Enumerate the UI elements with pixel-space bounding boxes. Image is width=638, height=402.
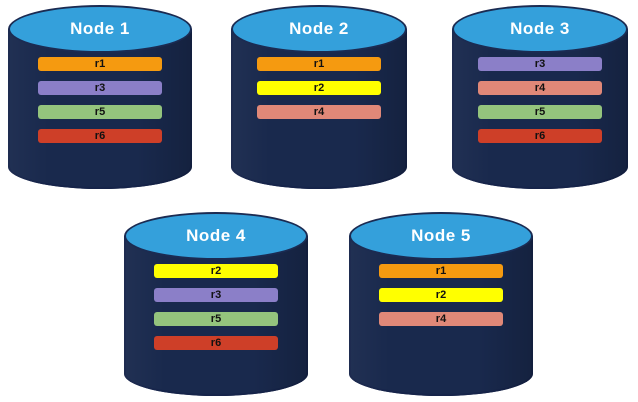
node-3-replica-r6[interactable]: r6 <box>478 129 602 143</box>
node-3[interactable]: Node 3 r3 r4 r5 r6 <box>452 5 628 189</box>
node-4-cylinder-top <box>124 212 308 260</box>
node-2-replica-r4[interactable]: r4 <box>257 105 381 119</box>
node-5-replica-list: r1 r2 r4 <box>349 264 533 326</box>
node-4[interactable]: Node 4 r2 r3 r5 r6 <box>124 212 308 396</box>
node-3-replica-r4[interactable]: r4 <box>478 81 602 95</box>
node-1[interactable]: Node 1 r1 r3 r5 r6 <box>8 5 192 189</box>
node-3-replica-r5[interactable]: r5 <box>478 105 602 119</box>
node-2-label: Node 2 <box>289 19 349 38</box>
node-5-cylinder-top <box>349 212 533 260</box>
node-1-label: Node 1 <box>70 19 130 38</box>
node-4-replica-list: r2 r3 r5 r6 <box>124 264 308 350</box>
node-5[interactable]: Node 5 r1 r2 r4 <box>349 212 533 396</box>
node-4-replica-r6[interactable]: r6 <box>154 336 278 350</box>
node-3-replica-r3[interactable]: r3 <box>478 57 602 71</box>
node-1-replica-list: r1 r3 r5 r6 <box>8 57 192 143</box>
node-5-label: Node 5 <box>411 226 471 245</box>
node-4-replica-r5[interactable]: r5 <box>154 312 278 326</box>
node-3-replica-list: r3 r4 r5 r6 <box>452 57 628 143</box>
node-1-replica-r1[interactable]: r1 <box>38 57 162 71</box>
node-1-replica-r6[interactable]: r6 <box>38 129 162 143</box>
node-5-replica-r4[interactable]: r4 <box>379 312 503 326</box>
node-2-replica-r2[interactable]: r2 <box>257 81 381 95</box>
node-1-replica-r5[interactable]: r5 <box>38 105 162 119</box>
node-2-replica-list: r1 r2 r4 <box>231 57 407 119</box>
node-2-cylinder-top <box>231 5 407 53</box>
node-1-replica-r3[interactable]: r3 <box>38 81 162 95</box>
node-5-replica-r2[interactable]: r2 <box>379 288 503 302</box>
node-2[interactable]: Node 2 r1 r2 r4 <box>231 5 407 189</box>
node-2-replica-r1[interactable]: r1 <box>257 57 381 71</box>
node-5-replica-r1[interactable]: r1 <box>379 264 503 278</box>
node-1-cylinder-top <box>8 5 192 53</box>
node-4-replica-r2[interactable]: r2 <box>154 264 278 278</box>
node-3-label: Node 3 <box>510 19 570 38</box>
node-4-label: Node 4 <box>186 226 246 245</box>
node-4-replica-r3[interactable]: r3 <box>154 288 278 302</box>
node-3-cylinder-top <box>452 5 628 53</box>
